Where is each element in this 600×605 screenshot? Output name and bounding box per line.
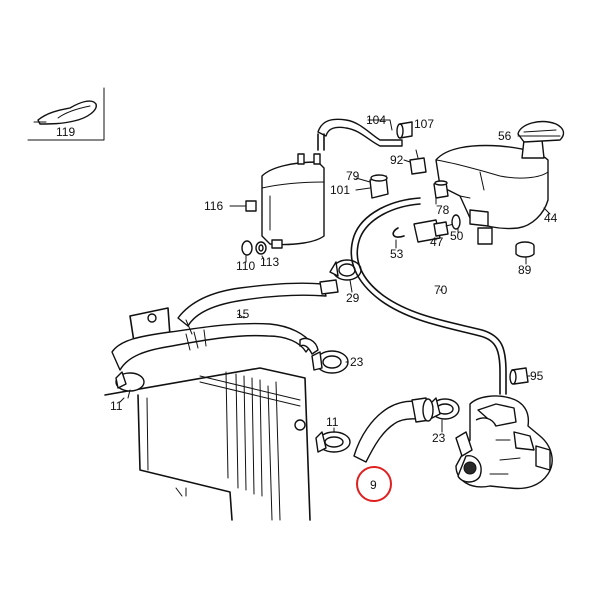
- label-47[interactable]: 47: [430, 235, 444, 249]
- inset-box: [27, 87, 105, 141]
- highlight-part-9[interactable]: 9: [356, 466, 392, 502]
- label-89[interactable]: 89: [518, 263, 532, 277]
- label-110[interactable]: 110: [236, 259, 255, 273]
- grommet-110-drawing: [241, 240, 267, 256]
- grommet-95-drawing: [509, 367, 529, 385]
- highlight-circle[interactable]: [356, 466, 392, 502]
- clamp-11-right-drawing: [315, 431, 351, 453]
- label-44[interactable]: 44: [544, 211, 558, 225]
- label-23-upper[interactable]: 23: [350, 355, 364, 369]
- label-116[interactable]: 116: [204, 199, 223, 213]
- label-53[interactable]: 53: [390, 247, 404, 261]
- label-50[interactable]: 50: [450, 229, 464, 243]
- label-107[interactable]: 107: [414, 117, 434, 131]
- line-104-drawing: [317, 118, 403, 151]
- clip-119-drawing: [33, 100, 97, 125]
- reservoir-116-drawing: [235, 153, 325, 249]
- hose-9-drawing: [353, 397, 434, 463]
- label-79[interactable]: 79: [346, 169, 360, 183]
- clamp-29-drawing: [319, 259, 362, 295]
- sensor-47-drawing: [413, 219, 455, 243]
- label-11-left[interactable]: 11: [110, 399, 123, 413]
- reservoir-44-drawing: [435, 139, 549, 245]
- line-70-drawing: [350, 197, 507, 395]
- fitting-92-drawing: [409, 149, 427, 175]
- label-113[interactable]: 113: [260, 255, 279, 269]
- label-9[interactable]: 9: [370, 478, 377, 492]
- callout-labels: 119 104 107 56 92 79 101 116 78 44 53 47…: [56, 113, 558, 445]
- ring-53-drawing: [392, 227, 405, 238]
- label-95[interactable]: 95: [530, 369, 544, 383]
- label-23-lower[interactable]: 23: [432, 431, 446, 445]
- label-101[interactable]: 101: [330, 183, 350, 197]
- fitting-78-drawing: [433, 180, 449, 199]
- leader-lines: [119, 119, 551, 433]
- clamp-23-lower-drawing: [429, 397, 460, 420]
- label-56[interactable]: 56: [498, 129, 512, 143]
- clamp-11-left-drawing: [115, 371, 145, 399]
- cap-56-drawing: [517, 120, 565, 143]
- label-70[interactable]: 70: [434, 283, 448, 297]
- grommet-89-drawing: [515, 241, 535, 258]
- label-78[interactable]: 78: [436, 203, 450, 217]
- label-15[interactable]: 15: [236, 307, 250, 321]
- clamp-23-upper-drawing: [311, 350, 349, 374]
- plug-79-drawing: [369, 174, 389, 199]
- thermostat-housing-drawing: [455, 395, 553, 490]
- label-29[interactable]: 29: [346, 291, 360, 305]
- label-119[interactable]: 119: [56, 125, 75, 139]
- grommet-107-drawing: [396, 121, 413, 139]
- washer-50-drawing: [451, 214, 461, 230]
- label-11-right[interactable]: 11: [326, 415, 339, 429]
- label-92[interactable]: 92: [390, 153, 404, 167]
- label-104[interactable]: 104: [366, 113, 386, 127]
- hose-15-drawing: [111, 282, 327, 371]
